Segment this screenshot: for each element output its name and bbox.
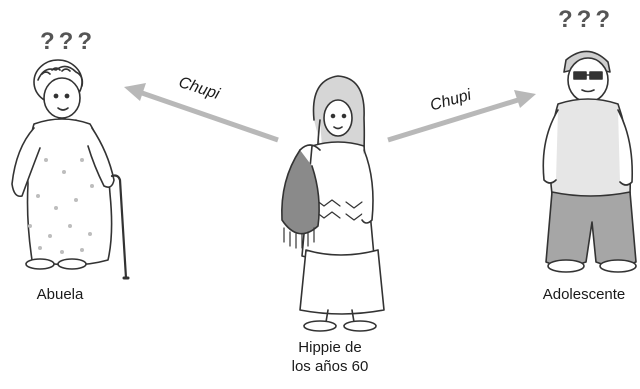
arrow-to-teen: [387, 90, 536, 143]
hippie-label-line1: Hippie de: [298, 339, 362, 356]
hippie-label-line2: los años 60: [291, 358, 369, 375]
grandmother-confusion-marks: ???: [40, 28, 96, 55]
grandmother-figure: [11, 59, 130, 280]
hippie-figure: [281, 75, 385, 332]
grandmother-label: Abuela: [36, 286, 84, 303]
teen-label: Adolescente: [542, 286, 626, 303]
arrow-to-grandmother: [124, 83, 279, 143]
hippie-label: Hippie de los años 60: [280, 338, 380, 376]
teen-figure: [542, 50, 637, 273]
teen-confusion-marks: ???: [558, 6, 614, 33]
